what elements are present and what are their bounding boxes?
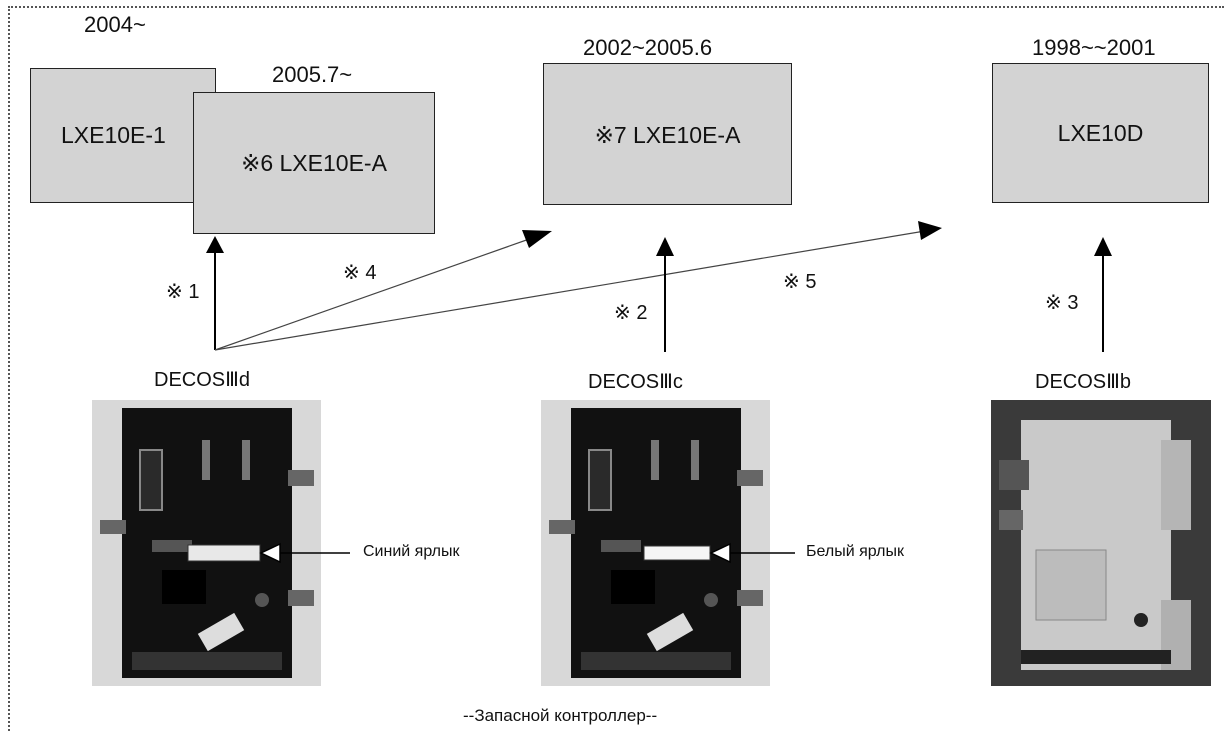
white-label-arrow-head <box>711 544 730 562</box>
blue-label-arrow-head <box>261 544 280 562</box>
white-label-text: Белый ярлык <box>806 543 904 561</box>
footer-caption: --Запасной контроллер-- <box>463 706 657 726</box>
blue-label-text: Синий ярлык <box>363 543 460 561</box>
